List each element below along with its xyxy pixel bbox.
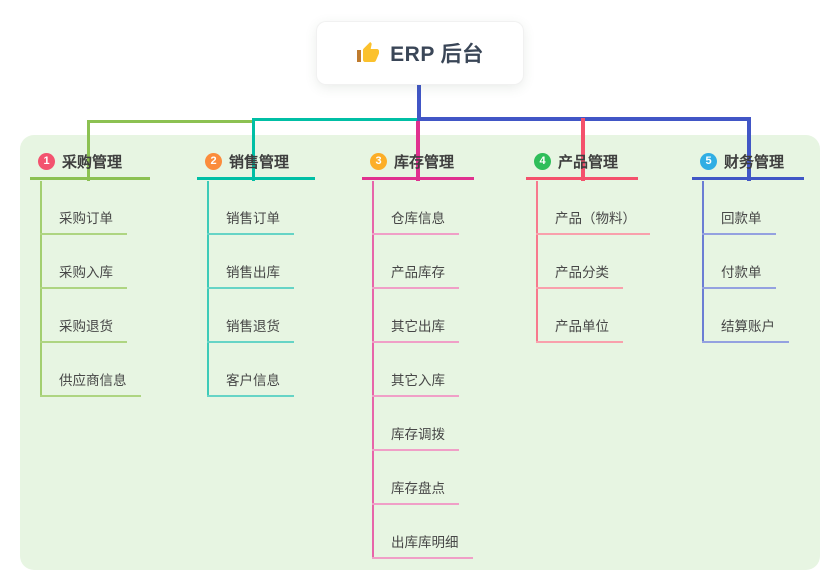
node-label: 采购入库 bbox=[59, 265, 113, 280]
node-jiesuan-zhanghu[interactable]: 结算账户 bbox=[702, 312, 789, 343]
node-caigou-ruku[interactable]: 采购入库 bbox=[40, 258, 127, 289]
branch1-trunk-line bbox=[40, 181, 42, 397]
node-xiaoshou-dingdan[interactable]: 销售订单 bbox=[207, 204, 294, 235]
node-chuku-mingxi[interactable]: 出库库明细 bbox=[372, 528, 473, 559]
node-label: 产品单位 bbox=[555, 319, 609, 334]
node-label: 产品分类 bbox=[555, 265, 609, 280]
branch4-trunk-line bbox=[536, 181, 538, 343]
node-huikuandan[interactable]: 回款单 bbox=[702, 204, 776, 235]
node-kucun-diaobo[interactable]: 库存调拨 bbox=[372, 420, 459, 451]
connector-branch5-drop bbox=[747, 117, 751, 181]
branch-header-kucun[interactable]: 3 库存管理 bbox=[362, 145, 474, 180]
node-label: 产品库存 bbox=[391, 265, 445, 280]
node-chanpin-fenlei[interactable]: 产品分类 bbox=[536, 258, 623, 289]
node-kehu-xinxi[interactable]: 客户信息 bbox=[207, 366, 294, 397]
badge-4: 4 bbox=[534, 152, 551, 170]
badge-3: 3 bbox=[370, 152, 387, 170]
node-label: 其它出库 bbox=[391, 319, 445, 334]
connector-root-stem bbox=[417, 84, 421, 120]
node-xiaoshou-chuku[interactable]: 销售出库 bbox=[207, 258, 294, 289]
node-chanpin-danwei[interactable]: 产品单位 bbox=[536, 312, 623, 343]
node-label: 销售退货 bbox=[226, 319, 280, 334]
node-caigou-tuihuo[interactable]: 采购退货 bbox=[40, 312, 127, 343]
node-label: 销售订单 bbox=[226, 211, 280, 226]
node-kucun-pandian[interactable]: 库存盘点 bbox=[372, 474, 459, 505]
branch3-trunk-line bbox=[372, 181, 374, 559]
node-label: 客户信息 bbox=[226, 373, 280, 388]
branch-header-caiwu[interactable]: 5 财务管理 bbox=[692, 145, 804, 180]
root-title: ERP 后台 bbox=[390, 43, 484, 66]
node-label: 仓库信息 bbox=[391, 211, 445, 226]
root-node[interactable]: ERP 后台 bbox=[317, 22, 523, 84]
node-label: 结算账户 bbox=[721, 319, 775, 334]
badge-1: 1 bbox=[38, 152, 55, 170]
background-panel bbox=[20, 135, 820, 570]
badge-2: 2 bbox=[205, 152, 222, 170]
node-label: 采购退货 bbox=[59, 319, 113, 334]
node-gongyingshang-xinxi[interactable]: 供应商信息 bbox=[40, 366, 141, 397]
branch-header-caigou[interactable]: 1 采购管理 bbox=[30, 145, 150, 180]
connector-branch4-drop bbox=[581, 118, 585, 181]
node-qita-ruku[interactable]: 其它入库 bbox=[372, 366, 459, 397]
node-label: 回款单 bbox=[721, 211, 762, 226]
node-label: 销售出库 bbox=[226, 265, 280, 280]
connector-branch2-drop bbox=[252, 118, 255, 181]
connector-branch2-horizontal bbox=[252, 118, 419, 121]
connector-branch3-drop bbox=[416, 121, 420, 181]
node-cangku-xinxi[interactable]: 仓库信息 bbox=[372, 204, 459, 235]
thumbs-up-icon bbox=[357, 42, 380, 62]
node-caigou-dingdan[interactable]: 采购订单 bbox=[40, 204, 127, 235]
node-xiaoshou-tuihuo[interactable]: 销售退货 bbox=[207, 312, 294, 343]
branch5-trunk-line bbox=[702, 181, 704, 343]
branch-label: 采购管理 bbox=[62, 153, 123, 171]
branch-header-xiaoshou[interactable]: 2 销售管理 bbox=[197, 145, 315, 180]
connector-branch1-horizontal bbox=[87, 120, 255, 123]
node-fukuandan[interactable]: 付款单 bbox=[702, 258, 776, 289]
node-qita-chuku[interactable]: 其它出库 bbox=[372, 312, 459, 343]
branch2-trunk-line bbox=[207, 181, 209, 397]
node-chanpin-wuliao[interactable]: 产品（物料） bbox=[536, 204, 650, 235]
node-label: 产品（物料） bbox=[555, 211, 636, 226]
branch-header-chanpin[interactable]: 4 产品管理 bbox=[526, 145, 638, 180]
branch-label: 财务管理 bbox=[724, 153, 785, 171]
node-label: 库存调拨 bbox=[391, 427, 445, 442]
node-label: 付款单 bbox=[721, 265, 762, 280]
branch-label: 产品管理 bbox=[558, 153, 619, 171]
node-label: 采购订单 bbox=[59, 211, 113, 226]
node-chanpin-kucun[interactable]: 产品库存 bbox=[372, 258, 459, 289]
node-label: 出库库明细 bbox=[391, 535, 459, 550]
node-label: 库存盘点 bbox=[391, 481, 445, 496]
connector-branch1-drop bbox=[87, 120, 90, 181]
branch-label: 销售管理 bbox=[229, 153, 290, 171]
branch-label: 库存管理 bbox=[394, 153, 455, 171]
node-label: 供应商信息 bbox=[59, 373, 127, 388]
badge-5: 5 bbox=[700, 152, 717, 170]
node-label: 其它入库 bbox=[391, 373, 445, 388]
